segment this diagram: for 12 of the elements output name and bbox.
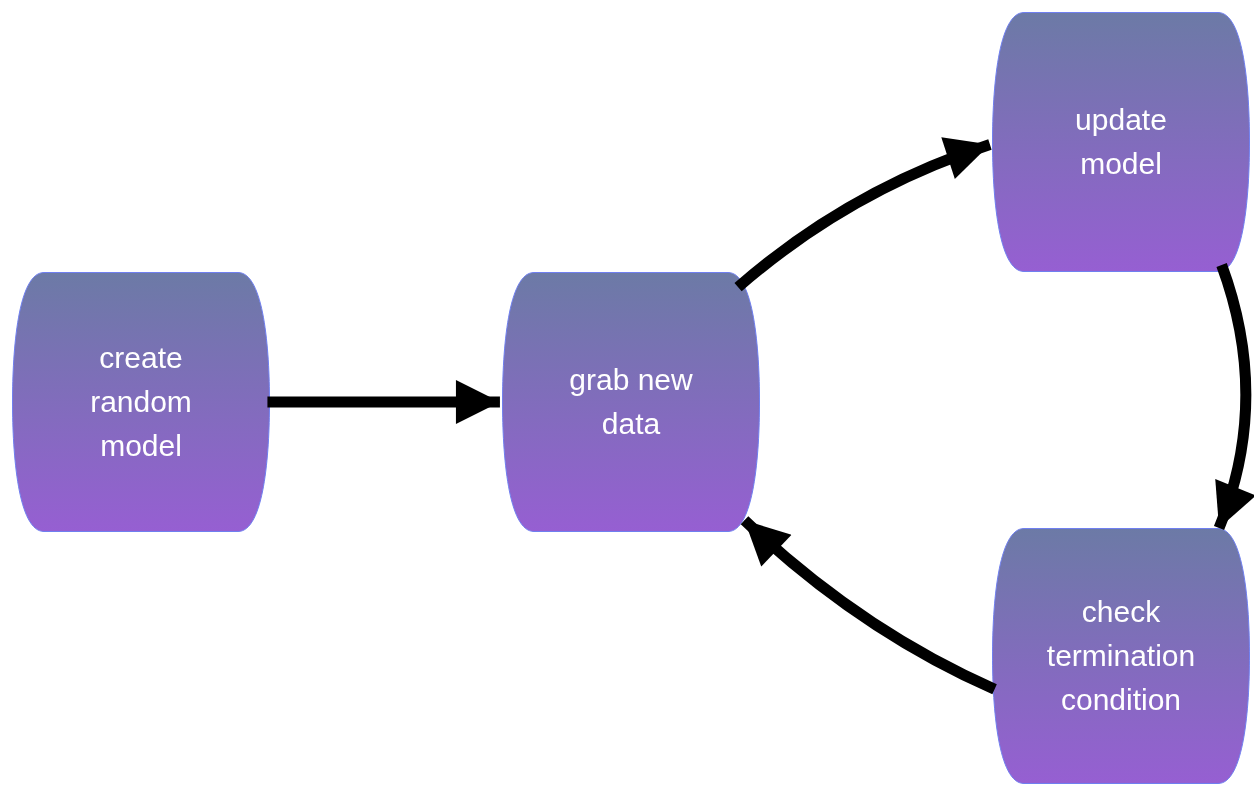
arrow	[1213, 263, 1254, 530]
node-label: update model	[1074, 102, 1168, 182]
arrow	[267, 380, 500, 424]
node-label: create random model	[89, 340, 193, 464]
node-label: grab new data	[568, 362, 694, 442]
cylinder-node	[12, 272, 270, 532]
arrow	[734, 138, 992, 292]
cylinder-node	[502, 272, 760, 532]
node-label: check termination condition	[1045, 594, 1197, 718]
cylinder-node	[992, 12, 1250, 272]
arrow	[740, 516, 997, 695]
cylinder-node	[992, 528, 1250, 784]
